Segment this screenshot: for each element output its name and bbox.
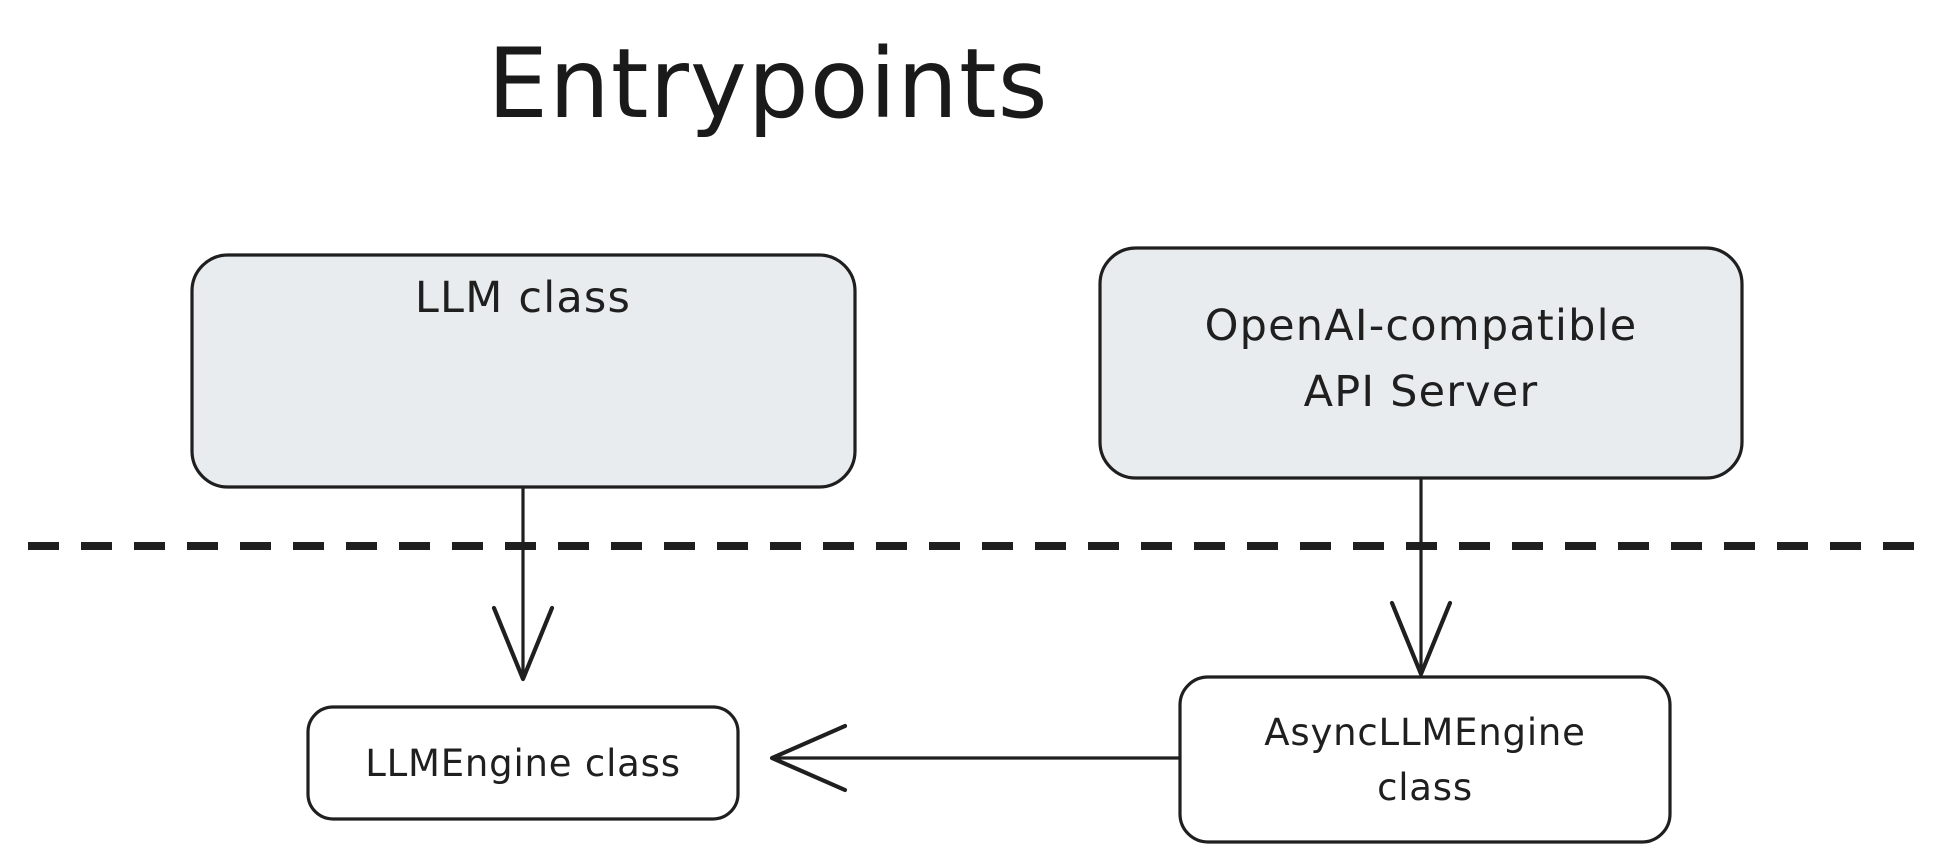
page-title: Entrypoints — [487, 28, 1048, 140]
node-llmengine-class-label: LLMEngine class — [365, 742, 681, 785]
edge-async-to-llmengine-arrowhead — [769, 723, 848, 793]
node-asyncllmengine-class-label-line2: class — [1377, 766, 1473, 809]
edge-api-to-asyncllmengine — [1389, 476, 1453, 677]
node-llm-class-label: LLM class — [415, 273, 631, 323]
node-openai-api-server-label-line2: API Server — [1304, 367, 1539, 417]
node-asyncllmengine-class[interactable]: AsyncLLMEngine class — [1178, 675, 1672, 844]
edge-api-to-asyncllmengine-arrowhead — [1389, 600, 1453, 677]
edge-async-to-llmengine — [769, 723, 1182, 793]
node-openai-api-server-shape[interactable] — [1098, 246, 1744, 480]
edge-llm-to-llmengine-arrowhead — [491, 605, 555, 682]
node-openai-api-server-label-line1: OpenAI-compatible — [1205, 301, 1638, 351]
node-asyncllmengine-class-shape[interactable] — [1178, 675, 1672, 844]
node-llm-class[interactable]: LLM class — [190, 253, 857, 489]
node-openai-api-server[interactable]: OpenAI-compatible API Server — [1098, 246, 1744, 480]
node-llmengine-class-shape[interactable] — [306, 705, 740, 821]
node-asyncllmengine-class-label-line1: AsyncLLMEngine — [1264, 711, 1585, 754]
edge-llm-to-llmengine — [491, 485, 555, 682]
node-llmengine-class[interactable]: LLMEngine class — [306, 705, 740, 821]
